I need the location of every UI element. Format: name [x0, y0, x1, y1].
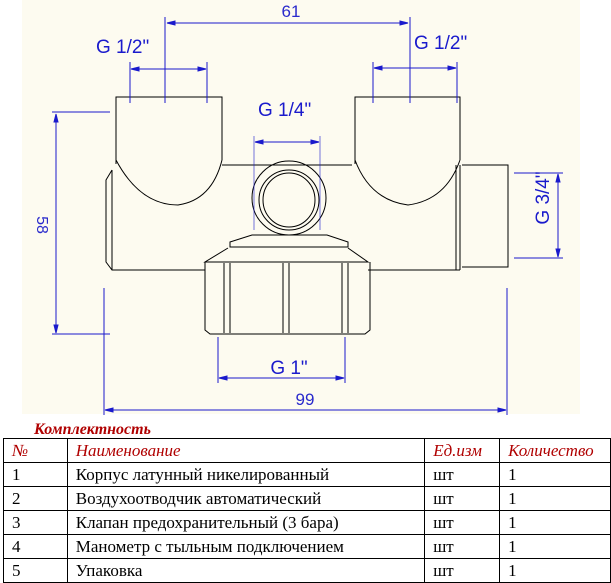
cell-name: Манометр с тыльным подключением [66, 534, 426, 559]
drawing-background [22, 0, 580, 414]
header-unit: Ед.изм [424, 438, 501, 463]
cell-unit: шт [424, 534, 501, 559]
cell-name: Клапан предохранительный (3 бара) [66, 510, 426, 535]
dim-g1-label: G 1" [270, 358, 307, 379]
dim-g12-left-label: G 1/2" [96, 37, 149, 58]
header-number: № [3, 438, 68, 463]
dim-61-label: 61 [282, 2, 301, 21]
cell-number: 4 [3, 534, 68, 559]
table-header: № Наименование Ед.изм Количество [3, 438, 611, 463]
part-outline [105, 96, 509, 335]
section-title: Комплектность [34, 421, 151, 438]
cell-quantity: 1 [499, 486, 611, 511]
dim-99-label: 99 [296, 390, 315, 409]
cell-unit: шт [424, 462, 501, 487]
cell-number: 2 [3, 486, 68, 511]
cell-number: 3 [3, 510, 68, 535]
dim-g14-label: G 1/4" [258, 100, 311, 121]
cell-quantity: 1 [499, 558, 611, 583]
dim-g12-right-label: G 1/2" [414, 33, 467, 54]
cell-number: 5 [3, 558, 68, 583]
cell-name: Воздухоотводчик автоматический [66, 486, 426, 511]
cell-unit: шт [424, 558, 501, 583]
technical-drawing: 61 G 1/2" G 1/2" G 1/4" 58 G 3/4" G 1" 9… [22, 0, 580, 415]
cell-number: 1 [3, 462, 68, 487]
cell-name: Корпус латунный никелированный [66, 462, 426, 487]
dimension-lines [52, 17, 563, 415]
dim-g34-label: G 3/4" [533, 171, 554, 224]
cell-quantity: 1 [499, 510, 611, 535]
dim-58-label: 58 [33, 216, 50, 234]
cell-unit: шт [424, 486, 501, 511]
cell-name: Упаковка [66, 558, 426, 583]
cell-quantity: 1 [499, 462, 611, 487]
cell-unit: шт [424, 510, 501, 535]
header-quantity: Количество [499, 438, 611, 463]
header-name: Наименование [66, 438, 426, 463]
cell-quantity: 1 [499, 534, 611, 559]
